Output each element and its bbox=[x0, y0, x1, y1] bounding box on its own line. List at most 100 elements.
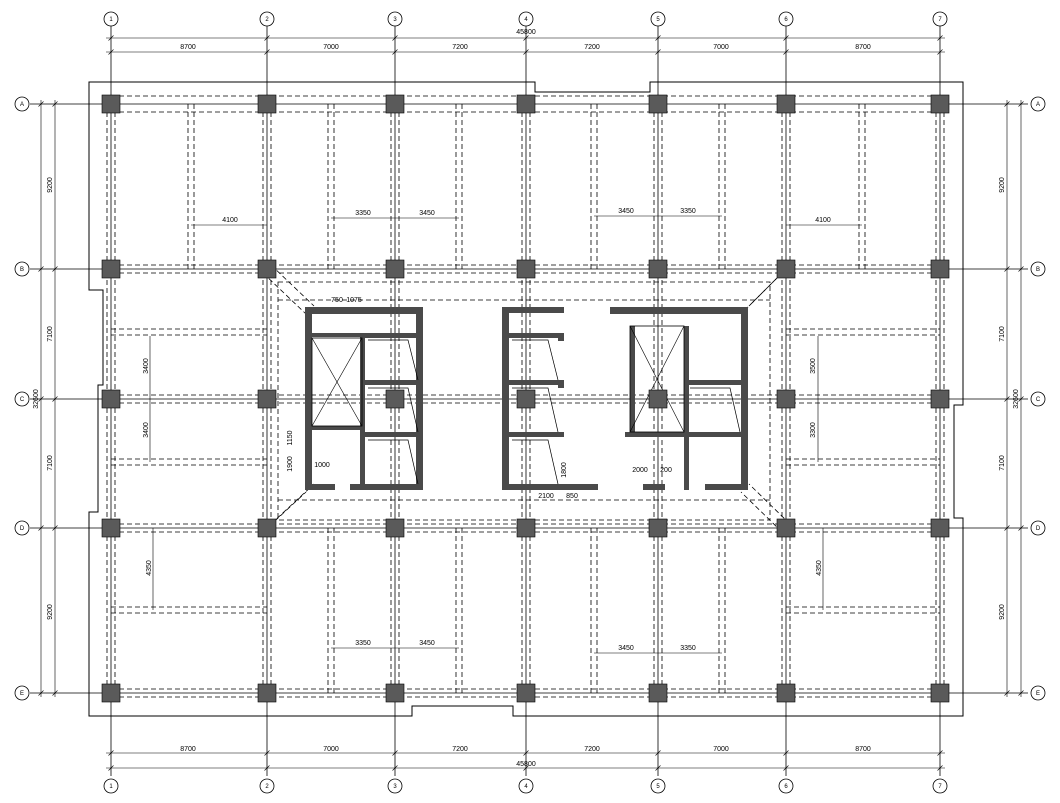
dim-tick-y-1-1 bbox=[52, 101, 58, 107]
dim-tick-y-5-3 bbox=[1018, 690, 1024, 696]
column-7-B bbox=[930, 259, 950, 279]
column-2-C bbox=[257, 389, 277, 409]
axis-label-y-1-1: A bbox=[1036, 102, 1040, 108]
dim-left-span-2: 7100 bbox=[47, 326, 54, 342]
dim-tick-x-2-0 bbox=[264, 35, 270, 41]
axis-label-x-6-0: 6 bbox=[784, 17, 788, 23]
column-6-A bbox=[776, 94, 796, 114]
dim-right-span-1: 9200 bbox=[999, 177, 1006, 193]
wall-lc-right bbox=[416, 307, 423, 490]
column-4-E bbox=[516, 683, 536, 703]
wall-rc-bot-1 bbox=[643, 484, 665, 490]
dim-tick-x-6-1 bbox=[783, 49, 789, 55]
columns bbox=[101, 94, 950, 703]
axis-bubble-y-2-1 bbox=[1030, 261, 1046, 277]
dim-tick-x-3-0 bbox=[392, 35, 398, 41]
axis-label-x-2-1: 2 bbox=[265, 784, 269, 790]
axis-bubble-x-5-0 bbox=[650, 11, 666, 27]
dim-tick-x-5-0 bbox=[655, 35, 661, 41]
dim-room-bottom-4: 3350 bbox=[680, 645, 696, 652]
axis-bubble-x-4-0 bbox=[518, 11, 534, 27]
dim-tick-y-5-0 bbox=[38, 690, 44, 696]
diag-beam-3-b bbox=[748, 483, 791, 525]
dim-tick-x-1-1 bbox=[108, 49, 114, 55]
axis-label-x-7-0: 7 bbox=[938, 17, 942, 23]
dim-core-1000: 1000 bbox=[314, 462, 330, 469]
dim-left-span-3: 7100 bbox=[47, 455, 54, 471]
wall-lc-h1 bbox=[362, 333, 423, 338]
wall-lc-h2 bbox=[362, 380, 423, 385]
dim-top-span-5: 7000 bbox=[713, 44, 729, 51]
dim-tick-x-4-0 bbox=[523, 35, 529, 41]
dim-total-bottom: 45800 bbox=[516, 761, 536, 768]
dim-left-mid-1: 3400 bbox=[143, 358, 150, 374]
dim-room-top-5: 3350 bbox=[680, 208, 696, 215]
axis-bubble-y-5-1 bbox=[1030, 685, 1046, 701]
axis-bubble-x-1-1 bbox=[103, 778, 119, 794]
column-3-D bbox=[385, 518, 405, 538]
column-2-A bbox=[257, 94, 277, 114]
stair-line-3 bbox=[512, 339, 559, 381]
dim-tick-y-3-1 bbox=[52, 396, 58, 402]
dim-tick-x-7-3 bbox=[937, 765, 943, 771]
axis-bubble-y-3-0 bbox=[14, 391, 30, 407]
dim-left-mid-2: 3400 bbox=[143, 422, 150, 438]
axis-label-x-1-0: 1 bbox=[109, 17, 113, 23]
dim-side-left: 4350 bbox=[146, 560, 153, 576]
column-6-C bbox=[776, 389, 796, 409]
wall-mc-h2 bbox=[502, 380, 564, 385]
dim-bottom-span-3: 7200 bbox=[452, 746, 468, 753]
axis-bubble-y-4-0 bbox=[14, 520, 30, 536]
dim-left-total: 32600 bbox=[33, 389, 40, 409]
dim-total-top: 45800 bbox=[516, 29, 536, 36]
column-2-B bbox=[257, 259, 277, 279]
dim-core-200: 200 bbox=[660, 467, 672, 474]
dim-tick-x-1-3 bbox=[108, 765, 114, 771]
axis-label-y-4-1: D bbox=[1036, 526, 1041, 532]
diag-beam-0-a bbox=[262, 272, 307, 315]
dim-bottom-span-2: 7000 bbox=[323, 746, 339, 753]
dimension-lines bbox=[38, 35, 1024, 771]
wall-mc-left bbox=[502, 307, 509, 490]
axis-bubble-x-7-0 bbox=[932, 11, 948, 27]
wall-lc-bot-2 bbox=[350, 484, 423, 490]
wall-lc-shaft-top bbox=[312, 333, 364, 337]
dim-tick-y-2-0 bbox=[38, 266, 44, 272]
column-1-E bbox=[101, 683, 121, 703]
dim-tick-y-2-1 bbox=[52, 266, 58, 272]
dim-tick-y-3-3 bbox=[1018, 396, 1024, 402]
column-4-B bbox=[516, 259, 536, 279]
dim-tick-x-3-1 bbox=[392, 49, 398, 55]
dim-tick-y-5-2 bbox=[1004, 690, 1010, 696]
dim-top-span-1: 8700 bbox=[180, 44, 196, 51]
dim-right-span-4: 9200 bbox=[999, 604, 1006, 620]
axis-bubble-x-2-1 bbox=[259, 778, 275, 794]
dim-tick-y-5-1 bbox=[52, 690, 58, 696]
dim-tick-x-7-0 bbox=[937, 35, 943, 41]
dim-core-2000: 2000 bbox=[632, 467, 648, 474]
axis-label-x-5-1: 5 bbox=[656, 784, 660, 790]
dim-right-span-2: 7100 bbox=[999, 326, 1006, 342]
dim-tick-y-4-0 bbox=[38, 525, 44, 531]
column-5-E bbox=[648, 683, 668, 703]
axis-label-x-5-0: 5 bbox=[656, 17, 660, 23]
stair-line-2 bbox=[368, 439, 419, 485]
axis-label-y-2-1: B bbox=[1036, 267, 1040, 273]
dim-top-span-4: 7200 bbox=[584, 44, 600, 51]
dim-right-total: 32600 bbox=[1013, 389, 1020, 409]
axis-label-x-3-0: 3 bbox=[393, 17, 397, 23]
dim-tick-x-5-2 bbox=[655, 750, 661, 756]
dim-core-1150: 1150 bbox=[287, 430, 294, 445]
column-4-C bbox=[516, 389, 536, 409]
axis-label-x-6-1: 6 bbox=[784, 784, 788, 790]
wall-mc-bot bbox=[502, 484, 598, 490]
dim-right-span-3: 7100 bbox=[999, 455, 1006, 471]
column-4-D bbox=[516, 518, 536, 538]
diag-beam-0-b bbox=[270, 264, 315, 307]
axis-label-y-4-0: D bbox=[20, 526, 25, 532]
stair-line-5 bbox=[512, 439, 559, 485]
axis-bubble-x-5-1 bbox=[650, 778, 666, 794]
axis-label-y-5-1: E bbox=[1036, 691, 1040, 697]
column-3-E bbox=[385, 683, 405, 703]
dim-tick-y-1-3 bbox=[1018, 101, 1024, 107]
